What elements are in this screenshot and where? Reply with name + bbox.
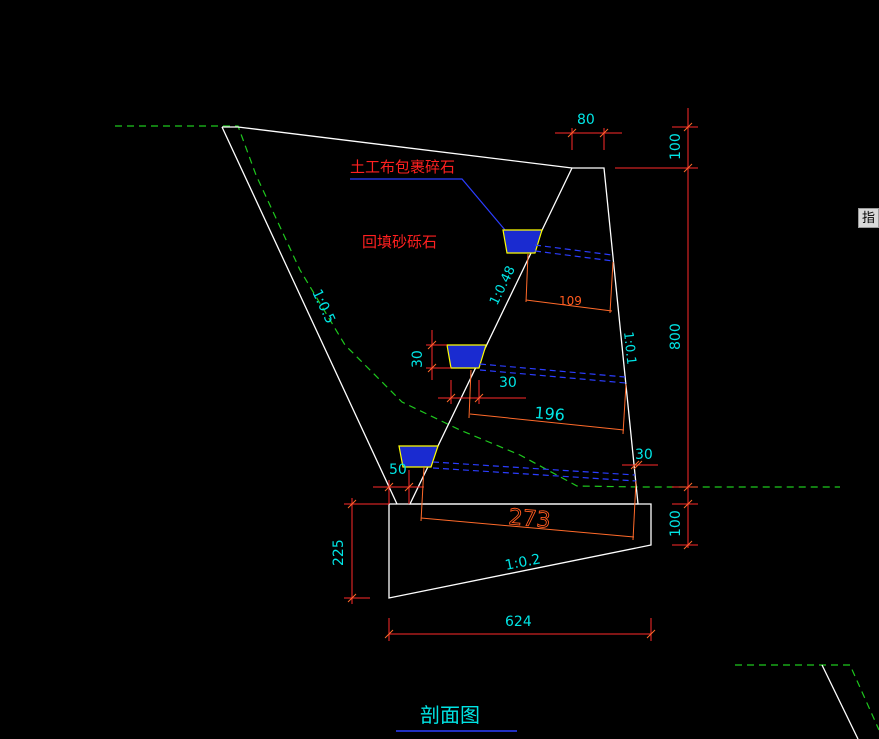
dim-top-width-text: 80: [577, 112, 595, 128]
dim-drain-box-h: [438, 380, 526, 404]
dim-right-chain: [615, 108, 698, 550]
slope-front-label: 1:0.1: [620, 331, 638, 366]
dim-base-height-left: [344, 498, 389, 604]
dim-drain-box-v-text: 30: [410, 350, 426, 368]
cut-slope-lower: [821, 664, 859, 739]
dim-base-width-text: 624: [505, 614, 532, 630]
dim-gap-right: [622, 460, 658, 470]
dim-base-height-right-text: 100: [668, 510, 684, 537]
dim-drain-box-h-text: 30: [499, 375, 517, 391]
dim-base-width: [384, 618, 656, 641]
dim-drain3-text: 273: [507, 505, 551, 534]
cut-slope-line: [221, 126, 398, 505]
drain-pipe-2: [479, 363, 627, 384]
ground-line-lower: [735, 664, 879, 731]
dim-top-width: [555, 128, 622, 150]
dim-top-height-text: 100: [668, 133, 684, 160]
side-panel-button[interactable]: 指: [858, 208, 879, 228]
dim-base-height-left-text: 225: [331, 539, 347, 566]
drain-pipe-3: [432, 461, 637, 482]
gravel-box-3: [398, 445, 439, 468]
dim-drain1-text: 109: [559, 294, 582, 308]
dim-drain2-text: 196: [534, 403, 566, 425]
dim-drain-box-v: [426, 330, 451, 380]
gravel-box-1: [502, 229, 543, 254]
slope-back-label: 1:0.48: [487, 264, 519, 308]
drain-pipe-1: [534, 244, 614, 262]
ground-line-upper: [115, 125, 840, 488]
slope-base-label: 1:0.2: [504, 551, 542, 574]
geotextile-label: 土工布包裹碎石: [350, 158, 455, 176]
dim-drain2: [468, 369, 627, 435]
dim-drain1: [525, 253, 614, 314]
excavation-outline: [222, 126, 573, 169]
gravel-box-2: [446, 344, 487, 369]
dim-toe-offset: [373, 470, 424, 504]
geotextile-leader: [350, 178, 506, 231]
dim-gap-right-text: 30: [635, 447, 653, 463]
slope-cut-label: 1:0.5: [308, 287, 338, 326]
wall-foundation: [388, 503, 652, 599]
dim-toe-offset-text: 50: [389, 462, 407, 478]
drawing-title: 剖面图: [420, 703, 480, 727]
backfill-label: 回填砂砾石: [362, 233, 437, 251]
dim-wall-height-text: 800: [668, 323, 684, 350]
retaining-wall-body: [408, 167, 639, 505]
dim-drain3: [420, 466, 637, 541]
